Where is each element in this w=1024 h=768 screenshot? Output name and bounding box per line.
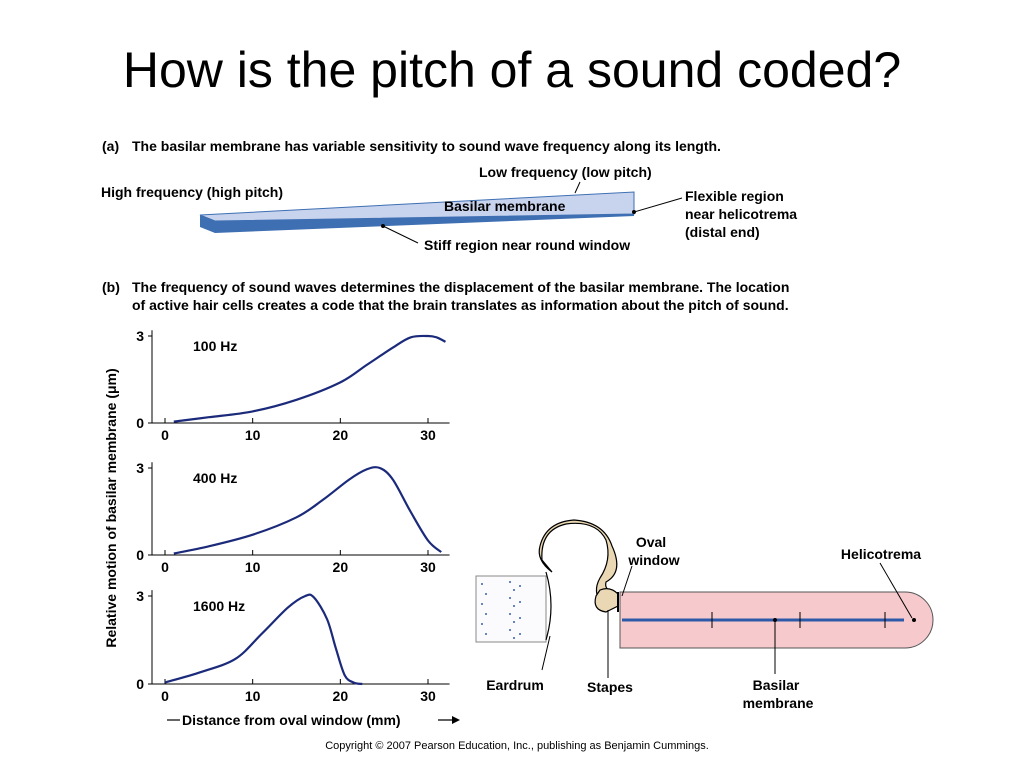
leader-helicotrema <box>879 562 913 619</box>
helicotrema-dot <box>912 618 916 622</box>
high-freq-label: High frequency (high pitch) <box>101 184 283 200</box>
chart-2-x-tick-label-10: 10 <box>245 559 261 575</box>
leader-low-freq <box>574 181 581 194</box>
chart-2-x-tick-label-20: 20 <box>333 559 349 575</box>
part-a-tag: (a) <box>102 138 120 154</box>
leader-stiff <box>382 225 419 244</box>
ear-canal-dots <box>481 581 521 639</box>
flexible-dot <box>632 210 636 214</box>
chart-3-displacement-curve <box>164 593 363 686</box>
chart-1-frequency-label: 100 Hz <box>193 338 237 354</box>
oval-window-label-2: window <box>627 552 679 568</box>
stapes-label: Stapes <box>587 679 633 695</box>
flexible-label-3: (distal end) <box>685 224 760 240</box>
copyright-notice: Copyright © 2007 Pearson Education, Inc.… <box>325 740 709 752</box>
eardrum-label: Eardrum <box>486 677 544 693</box>
stiff-dot <box>381 224 385 228</box>
chart-2-x-tick-label-0: 0 <box>161 559 169 575</box>
x-axis-label: Distance from oval window (mm) <box>182 712 401 728</box>
chart-3-y-tick-label-3: 3 <box>136 588 144 604</box>
membrane-bottom-face <box>215 214 634 233</box>
leader-oval-window <box>621 565 633 597</box>
chart-2-y-tick-label-0: 0 <box>136 547 144 563</box>
chart-3-x-tick-label-30: 30 <box>420 688 436 704</box>
chart-1-y-tick-label-0: 0 <box>136 415 144 431</box>
part-b-tag: (b) <box>102 279 120 295</box>
chart-1-x-tick-label-30: 30 <box>420 427 436 443</box>
chart-1-x-tick-label-0: 0 <box>161 427 169 443</box>
flexible-label-1: Flexible region <box>685 188 784 204</box>
stapes-shape <box>594 588 619 613</box>
part-b-caption-line1: The frequency of sound waves determines … <box>132 279 790 295</box>
x-axis-arrowhead <box>452 716 460 724</box>
membrane-side-face <box>200 215 215 233</box>
eardrum-membrane <box>545 571 552 641</box>
chart-1-x-tick-label-20: 20 <box>333 427 349 443</box>
chart-1-x-tick-label-10: 10 <box>245 427 261 443</box>
part-b-caption-line2: of active hair cells creates a code that… <box>132 297 789 313</box>
stiff-label: Stiff region near round window <box>424 237 630 253</box>
chart-1-y-tick-label-3: 3 <box>136 328 144 344</box>
chart-2-displacement-curve <box>173 466 442 555</box>
flexible-label-2: near helicotrema <box>685 206 797 222</box>
part-a-caption-text: The basilar membrane has variable sensit… <box>132 138 721 154</box>
chart-2-y-tick-label-3: 3 <box>136 460 144 476</box>
part-a-caption: (a) The basilar membrane has variable se… <box>102 137 1002 155</box>
chart-3-frequency-label: 1600 Hz <box>193 598 245 614</box>
chart-2-frequency-label: 400 Hz <box>193 470 237 486</box>
chart-2-x-tick-label-30: 30 <box>420 559 436 575</box>
leader-flexible <box>633 197 683 213</box>
low-freq-label: Low frequency (low pitch) <box>479 164 652 180</box>
part-b-caption: (b) The frequency of sound waves determi… <box>102 278 1002 314</box>
chart-3-x-tick-label-10: 10 <box>245 688 261 704</box>
oval-window-label-1: Oval <box>636 534 666 550</box>
helicotrema-label: Helicotrema <box>841 546 921 562</box>
basilar-label-1: Basilar <box>753 677 800 693</box>
slide-title: How is the pitch of a sound coded? <box>122 42 902 98</box>
chart-3-x-tick-label-0: 0 <box>161 688 169 704</box>
basilar-label-2: membrane <box>743 695 814 711</box>
leader-eardrum <box>541 635 551 671</box>
chart-3-y-tick-label-0: 0 <box>136 676 144 692</box>
membrane-label: Basilar membrane <box>444 198 566 214</box>
ear-canal <box>475 575 547 643</box>
chart-3-x-tick-label-20: 20 <box>333 688 349 704</box>
chart-1-displacement-curve <box>173 334 447 423</box>
y-axis-label: Relative motion of basilar membrane (μm) <box>103 368 119 647</box>
basilar-dot <box>773 618 777 622</box>
